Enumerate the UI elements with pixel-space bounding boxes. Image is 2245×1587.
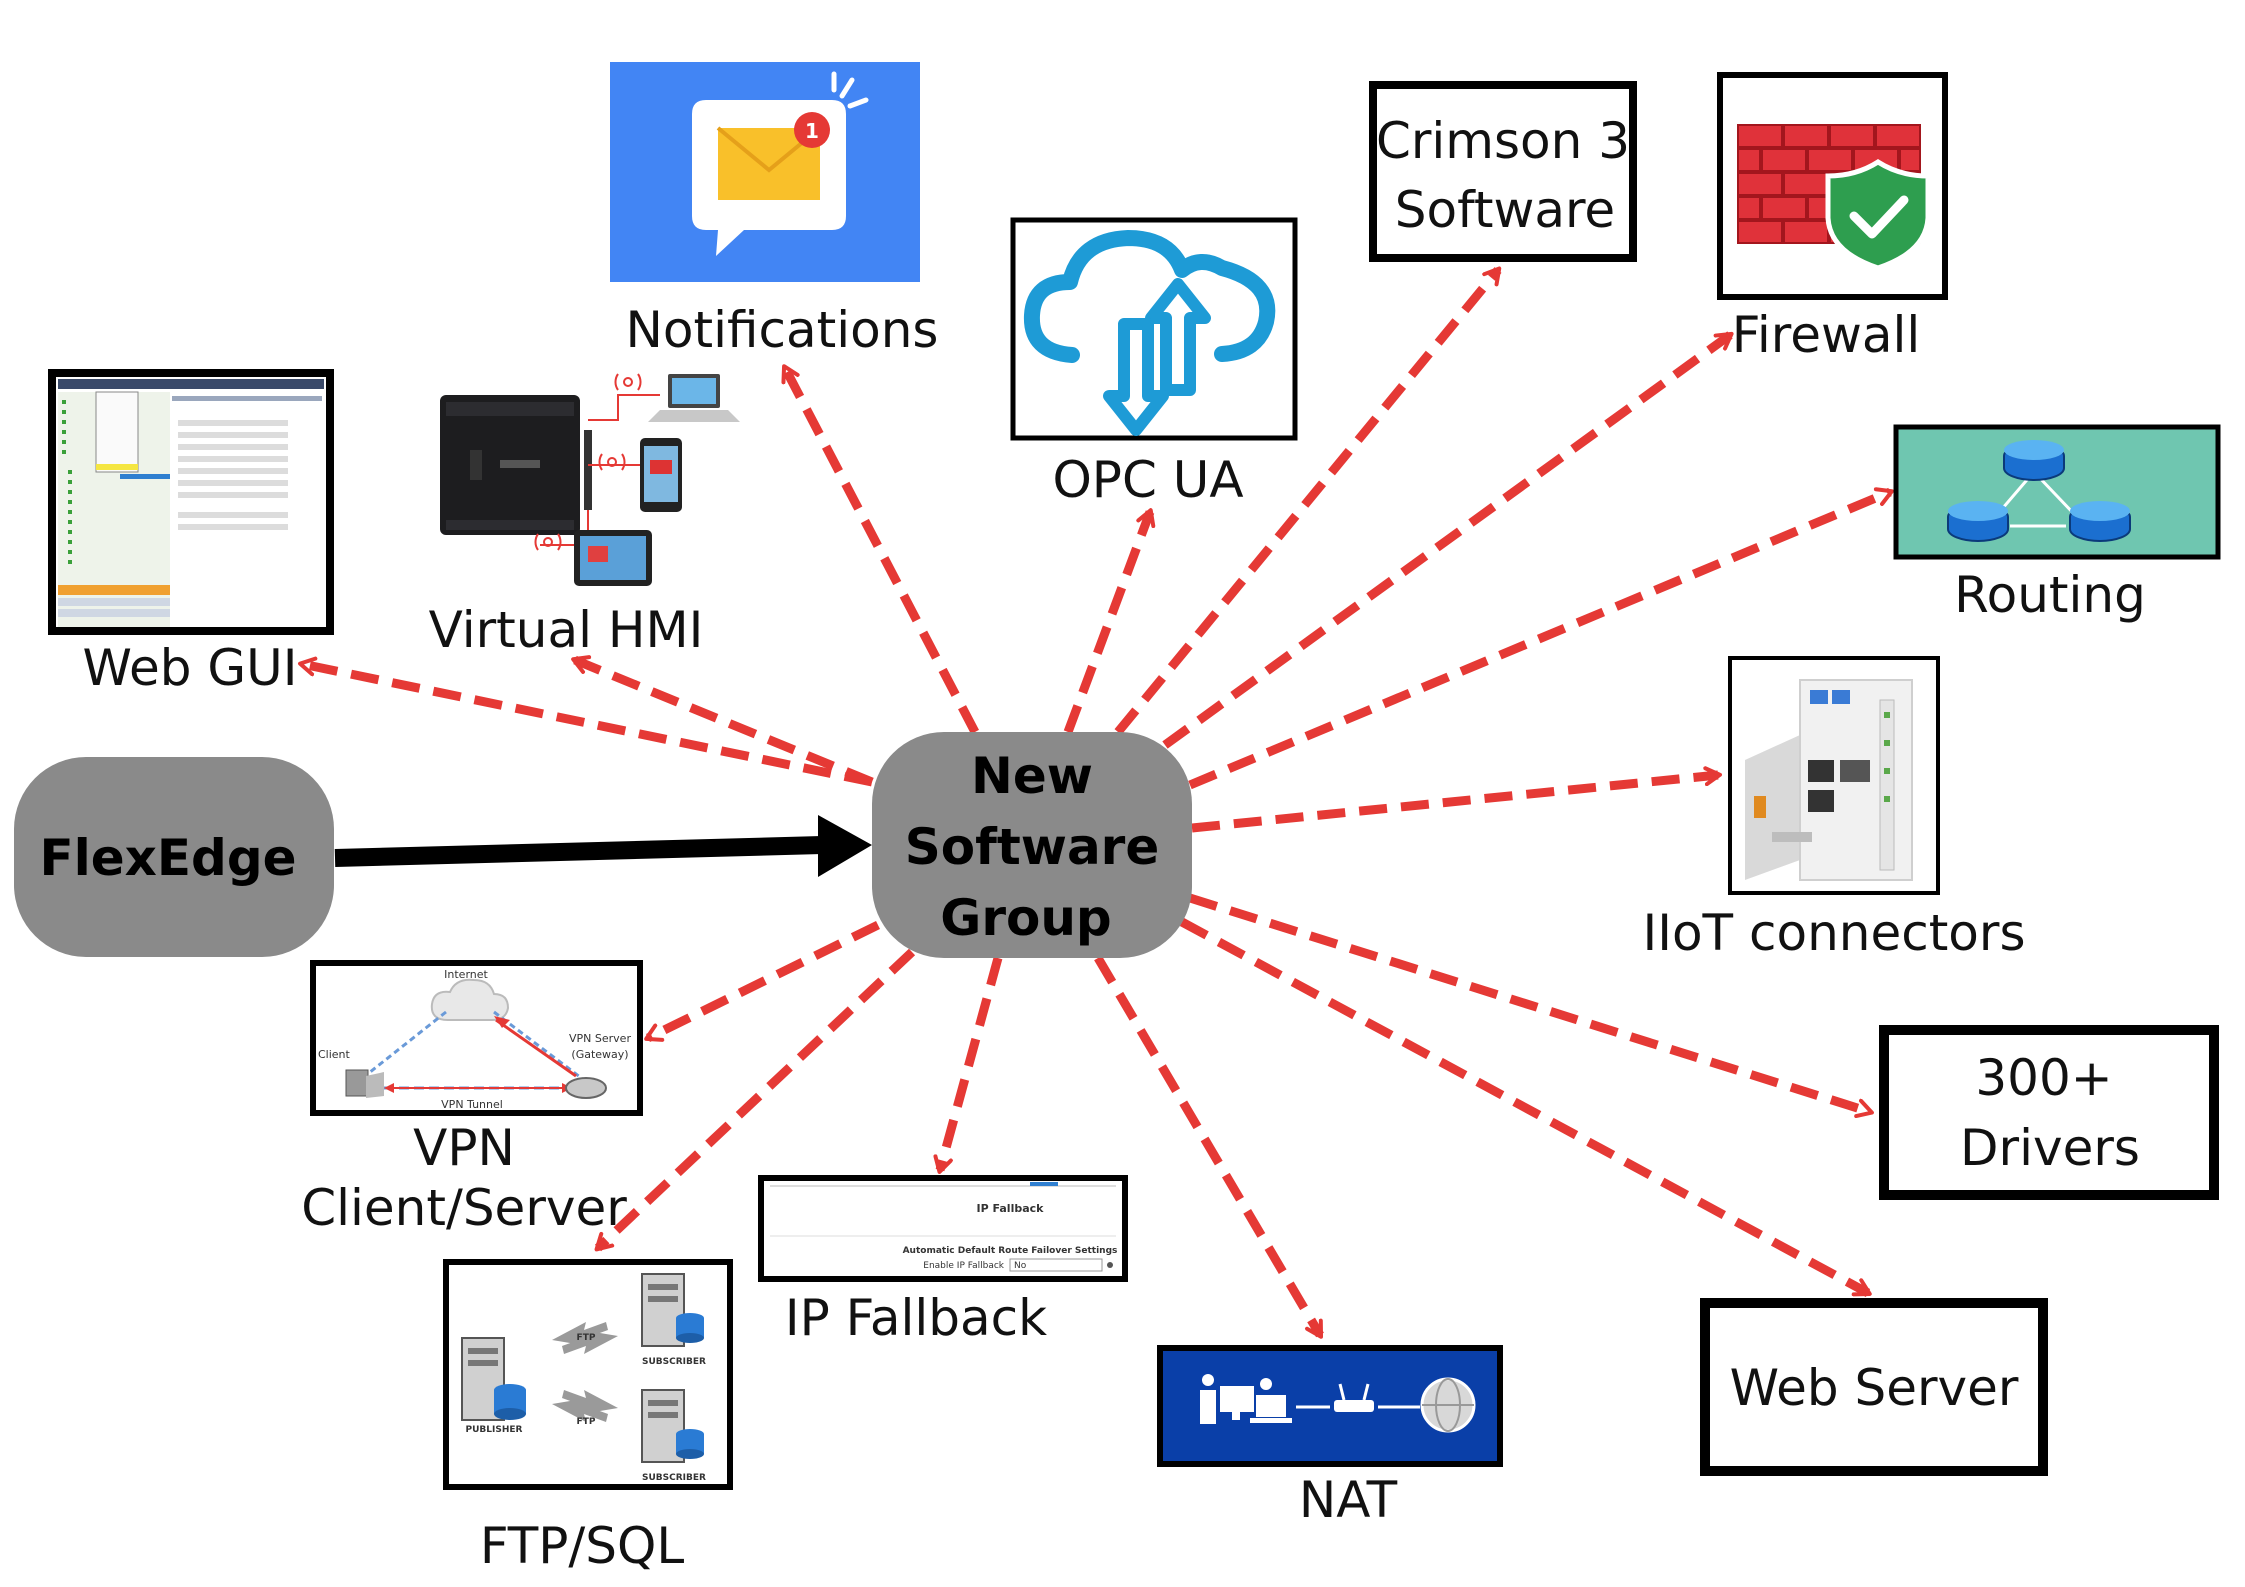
- hub-node: New Software Group: [872, 732, 1192, 958]
- arrow-to-ip-fallback: [933, 956, 1003, 1174]
- arrow-to-opc-ua: [1063, 508, 1156, 734]
- vpn-server-label-2: (Gateway): [571, 1048, 628, 1061]
- router-icon: [1947, 440, 2131, 542]
- controller-icon: [440, 395, 592, 535]
- arrow-to-iiot: [1191, 766, 1722, 833]
- drivers-label-line1: 300+: [1975, 1049, 2112, 1107]
- subscriber-label-1: SUBSCRIBER: [642, 1357, 706, 1367]
- phone-icon: [640, 438, 682, 512]
- ftp-sql-label: FTP/SQL: [480, 1517, 685, 1575]
- subscriber-label-2: SUBSCRIBER: [642, 1473, 706, 1483]
- ip-fallback-screen-field: Enable IP Fallback: [923, 1261, 1005, 1271]
- server-icon: [461, 1337, 526, 1421]
- vpn-label-line2: Client/Server: [301, 1179, 627, 1237]
- ip-fallback-feature: IP Fallback Automatic Default Route Fail…: [758, 1175, 1128, 1347]
- notification-badge: [794, 112, 830, 148]
- upload-download-icon: [1103, 278, 1211, 436]
- web-server-feature: Web Server: [1700, 1298, 2048, 1476]
- drivers-box: [1879, 1025, 2219, 1200]
- ip-fallback-screen-heading: Automatic Default Route Failover Setting…: [903, 1246, 1118, 1256]
- router-small-icon: [1334, 1383, 1374, 1412]
- flexedge-node: FlexEdge: [14, 757, 334, 957]
- vpn-server-label-1: VPN Server: [569, 1032, 631, 1045]
- tablet-icon: [574, 530, 652, 586]
- arrow-to-web-gui: [298, 656, 873, 787]
- arrow-to-ftp-sql: [594, 948, 916, 1252]
- arrow-to-notifications: [781, 364, 979, 735]
- crimson-label-line1: Crimson 3: [1376, 112, 1630, 170]
- router-icon: [565, 1077, 607, 1099]
- server-icon: [641, 1273, 704, 1347]
- shield-icon: [1825, 159, 1931, 271]
- ip-fallback-screen-value: No: [1014, 1261, 1027, 1271]
- crimson-label-line2: Software: [1395, 181, 1615, 239]
- vpn-client-label: Client: [318, 1048, 351, 1061]
- crimson-feature: Crimson 3 Software: [1369, 81, 1637, 262]
- web-gui-label: Web GUI: [83, 639, 298, 697]
- firewall-feature: Firewall: [1717, 72, 1948, 364]
- hub-label-line3: Group: [940, 889, 1111, 947]
- computer-icon: [345, 1069, 384, 1098]
- hub-label-line2: Software: [905, 818, 1160, 876]
- vpn-internet-label: Internet: [444, 968, 488, 981]
- connector-arrows: [298, 266, 1894, 1339]
- routing-feature: Routing: [1893, 424, 2221, 624]
- flexedge-label: FlexEdge: [39, 829, 296, 887]
- virtual-hmi-feature: Virtual HMI: [429, 373, 740, 659]
- server-icon: [641, 1389, 704, 1463]
- drivers-label-line2: Drivers: [1960, 1119, 2140, 1177]
- nat-feature: NAT: [1157, 1345, 1503, 1529]
- vpn-tunnel-label: VPN Tunnel: [441, 1098, 503, 1111]
- arrow-to-routing: [1188, 487, 1894, 790]
- iiot-label: IIoT connectors: [1642, 904, 2025, 962]
- notifications-label: Notifications: [626, 301, 939, 359]
- ftp-label-2: FTP: [577, 1417, 596, 1427]
- nat-label: NAT: [1299, 1471, 1398, 1529]
- transfer-arrows-icon: [552, 1322, 618, 1422]
- arrow-to-virtual-hmi: [571, 655, 874, 787]
- crimson-box: [1369, 81, 1637, 262]
- arrow-to-nat: [1094, 955, 1324, 1339]
- cloud-icon: [430, 978, 510, 1021]
- globe-icon: [1420, 1377, 1476, 1433]
- arrow-to-crimson: [1114, 266, 1502, 735]
- web-server-box: [1700, 1298, 2048, 1476]
- ftp-label-1: FTP: [577, 1333, 596, 1343]
- opc-ua-label: OPC UA: [1052, 451, 1243, 509]
- wireless-icon: [534, 373, 642, 551]
- vpn-label-line1: VPN: [413, 1119, 515, 1177]
- web-gui-feature: Web GUI: [48, 369, 334, 697]
- vpn-feature: Internet Client VPN Server (Gateway) VPN…: [301, 960, 643, 1237]
- arrow-to-drivers: [1188, 893, 1874, 1119]
- arrow-to-vpn: [644, 920, 880, 1043]
- publisher-label: PUBLISHER: [466, 1425, 523, 1435]
- ftp-sql-feature: PUBLISHER SUBSCRIBER SUBSCRIBER FTP FTP: [443, 1259, 733, 1575]
- firewall-label: Firewall: [1732, 306, 1921, 364]
- ip-fallback-label: IP Fallback: [785, 1289, 1047, 1347]
- drivers-feature: 300+ Drivers: [1879, 1025, 2219, 1200]
- arrow-to-firewall: [1162, 331, 1734, 749]
- virtual-hmi-label: Virtual HMI: [429, 601, 704, 659]
- iiot-feature: IIoT connectors: [1642, 656, 2026, 962]
- hub-label-line1: New: [971, 747, 1093, 805]
- arrow-to-web-server: [1179, 918, 1872, 1297]
- check-icon: [1849, 195, 1909, 239]
- main-arrow: [334, 815, 872, 877]
- computers-icon: [1200, 1374, 1292, 1424]
- ip-fallback-screen-title: IP Fallback: [977, 1202, 1045, 1215]
- laptop-icon: [648, 374, 740, 422]
- plc-module-icon: [1745, 679, 1913, 881]
- notifications-feature: 1 Notifications: [610, 62, 938, 359]
- routing-label: Routing: [1954, 566, 2146, 624]
- web-server-label: Web Server: [1730, 1359, 2019, 1417]
- opc-ua-feature: OPC UA: [1010, 217, 1298, 509]
- notification-badge-count: 1: [805, 119, 819, 143]
- cloud-icon: [1023, 230, 1276, 363]
